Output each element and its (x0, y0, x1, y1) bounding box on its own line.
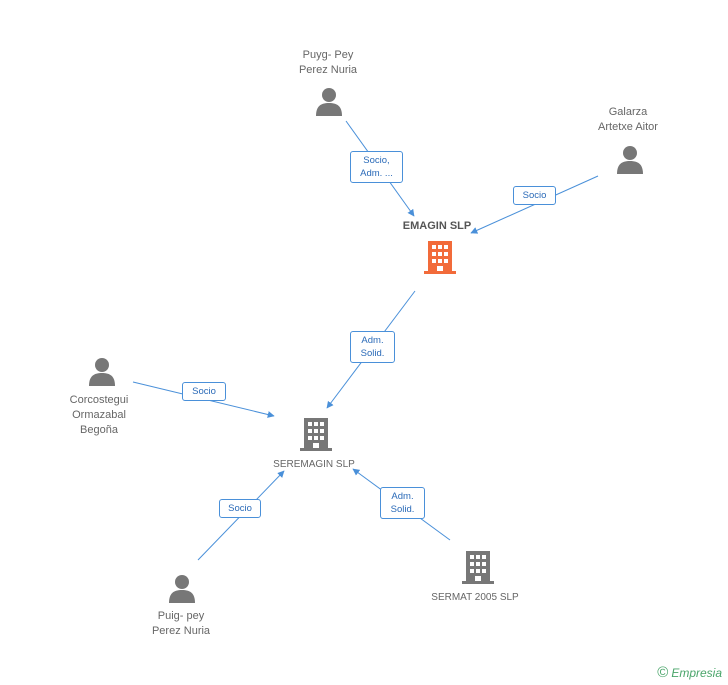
person-icon[interactable] (315, 87, 343, 117)
node-label-emagin[interactable]: EMAGIN SLP (403, 219, 471, 234)
node-label-puig[interactable]: Puig- pey Perez Nuria (152, 609, 210, 639)
node-label-line: Artetxe Aitor (598, 121, 658, 133)
relation-label-line: Socio (228, 503, 252, 514)
relation-label-puig-seremagin[interactable]: Socio (219, 499, 261, 518)
person-icon[interactable] (168, 574, 196, 604)
relation-label-line: Socio, (363, 155, 390, 166)
node-label-galarza[interactable]: Galarza Artetxe Aitor (598, 105, 658, 135)
node-label-line: Galarza (608, 106, 648, 118)
node-label-line: Puyg- Pey (302, 49, 354, 61)
node-label-puyg[interactable]: Puyg- Pey Perez Nuria (299, 48, 357, 78)
relation-label-corcostegui-seremagin[interactable]: Socio (182, 382, 226, 401)
relation-label-line: Adm. ... (360, 168, 393, 179)
relation-label-line: Solid. (360, 348, 385, 359)
node-label-line: Ormazabal (72, 409, 126, 421)
relation-label-line: Socio (522, 190, 547, 201)
relation-label-emagin-seremagin[interactable]: Adm. Solid. (350, 331, 395, 363)
node-label-corcostegui[interactable]: Corcostegui Ormazabal Begoña (70, 393, 129, 438)
copyright-symbol: © (657, 664, 669, 681)
building-icon[interactable] (300, 417, 332, 451)
relation-label-line: Adm. (361, 335, 384, 346)
building-icon[interactable] (462, 550, 494, 584)
node-label-line: Perez Nuria (151, 625, 211, 637)
relation-label-sermat-seremagin[interactable]: Adm. Solid. (380, 487, 425, 519)
relation-label-puyg-emagin[interactable]: Socio, Adm. ... (350, 151, 403, 183)
node-label-seremagin[interactable]: SEREMAGIN SLP (273, 457, 355, 472)
building-icon[interactable] (424, 240, 456, 274)
brand-name: Empresia (671, 666, 722, 680)
node-label-line: Corcostegui (69, 394, 129, 406)
person-icon[interactable] (88, 357, 116, 387)
relation-label-line: Adm. (391, 491, 414, 502)
relation-label-galarza-emagin[interactable]: Socio (513, 186, 556, 205)
node-label-line: EMAGIN SLP (402, 220, 472, 232)
brand-logo: ©Empresia (657, 664, 722, 681)
relation-label-line: Socio (192, 386, 216, 397)
node-label-line: Perez Nuria (298, 64, 358, 76)
node-label-line: SERMAT 2005 SLP (431, 592, 519, 603)
relation-label-line: Solid. (390, 504, 415, 515)
node-label-line: SEREMAGIN SLP (273, 459, 355, 470)
person-icon[interactable] (616, 145, 644, 175)
node-label-sermat[interactable]: SERMAT 2005 SLP (431, 590, 518, 605)
node-label-line: Begoña (80, 424, 118, 436)
node-label-line: Puig- pey (157, 610, 205, 622)
